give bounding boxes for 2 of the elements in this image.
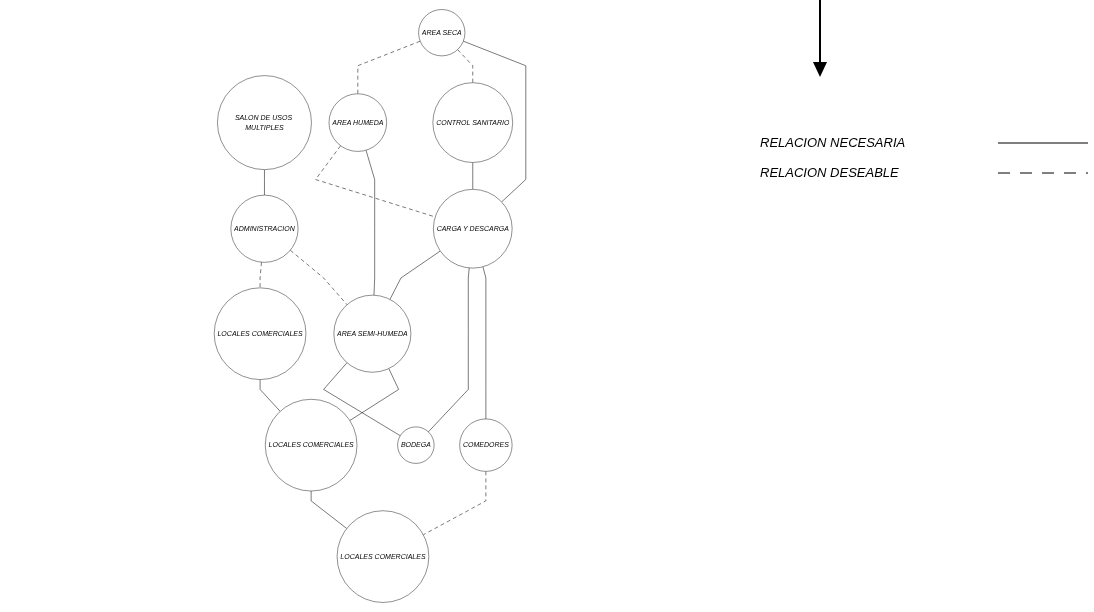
- legend-text: RELACION NECESARIA: [760, 135, 907, 150]
- legend-text: RELACION DESEABLE: [760, 165, 900, 180]
